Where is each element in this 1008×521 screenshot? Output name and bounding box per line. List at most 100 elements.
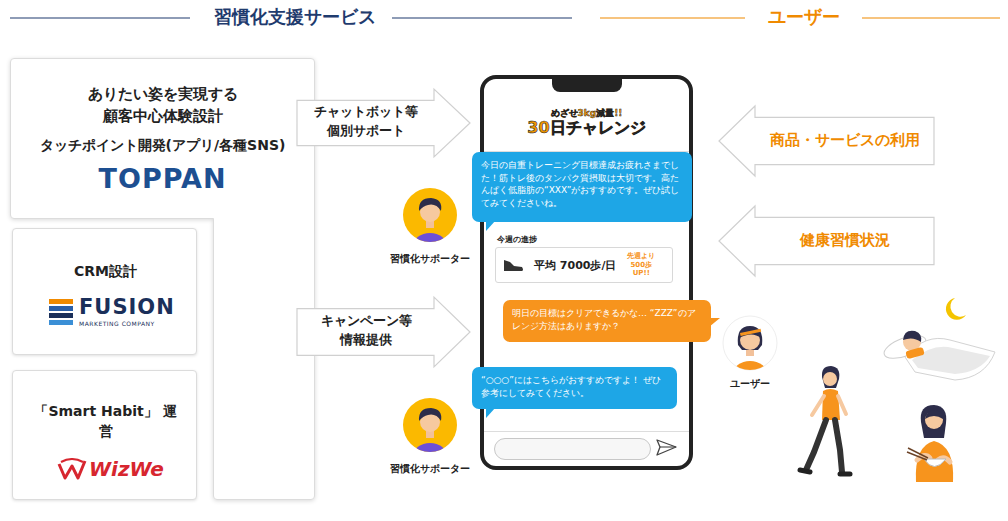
- svg-part: [502, 258, 524, 272]
- eating-person: [907, 405, 953, 482]
- path-part: [739, 327, 761, 338]
- text-group: 今週の進捗: [497, 234, 537, 245]
- line-part: [600, 17, 745, 18]
- text-group: WizWe: [57, 457, 164, 481]
- rect-part: [740, 329, 761, 336]
- line-part: [392, 17, 572, 18]
- bubble-tail: [486, 220, 496, 231]
- text-group: 健康習慣状況: [754, 205, 935, 275]
- text-group: 「Smart Habit」 運営: [33, 401, 178, 442]
- node-text: ありたい姿を実現する 顧客中心体験設計: [80, 84, 245, 128]
- circle-part: [823, 372, 837, 386]
- line-part: [907, 452, 927, 460]
- text-group: 平均 7000歩/日先週より 500歩UP!!: [495, 247, 673, 283]
- service-panel: ありたい姿を実現する 顧客中心体験設計タッチポイント開発(アプリ/各種SNS) T…: [10, 58, 315, 500]
- path-part: [800, 470, 810, 472]
- chat-bubble: 明日の目標はクリアできるかな… “ZZZ”のアレンジ方法はありますか？: [503, 300, 711, 342]
- node-text: チャットボット等 個別サポート: [312, 103, 420, 141]
- node-text: CRM設計: [13, 263, 198, 281]
- path-part: [11, 59, 315, 500]
- path-part: [806, 420, 826, 470]
- path-part: [719, 106, 934, 176]
- svg-part: [57, 458, 87, 480]
- supporter-avatar: [403, 188, 457, 259]
- text-group: [49, 299, 73, 329]
- path-part: [61, 459, 83, 462]
- text-group: FUSIONMARKETING COMPANY: [79, 296, 175, 327]
- node-text: 平均 7000歩/日: [534, 258, 616, 273]
- usage-arrow: 商品・サービスの利用: [718, 105, 935, 177]
- node-text: MARKETING COMPANY: [79, 320, 175, 327]
- node-text: 今日の自重トレーニング目標達成お疲れさまでした！筋トレ後のタンパク質摂取は大切で…: [481, 159, 683, 209]
- node-text: キャンペーン等 情報提供: [318, 312, 414, 350]
- campaign-arrow: キャンペーン等 情報提供: [296, 296, 471, 368]
- sleeping-person: [881, 331, 995, 380]
- path-part: [835, 420, 842, 472]
- crm-box: CRM設計 FUSIONMARKETING COMPANY: [12, 228, 197, 355]
- node-text: “○○○”にはこちらがおすすめですよ！ ぜひ参考にしてみてください。: [481, 374, 668, 399]
- header-rules: [10, 18, 1000, 19]
- node-text: WizWe: [89, 457, 164, 481]
- chat-bubble: 今日の自重トレーニング目標達成お疲れさまでした！筋トレ後のタンパク質摂取は大切で…: [472, 152, 692, 222]
- text-group: めざせ3kg減量!!30日チャレンジ: [484, 109, 689, 137]
- bubble-tail: [709, 318, 720, 327]
- node-text: 明日の目標はクリアできるかな… “ZZZ”のアレンジ方法はありますか？: [512, 307, 702, 332]
- path-part: [719, 206, 934, 276]
- input-field: [494, 438, 651, 460]
- g-part: [733, 326, 767, 387]
- node-text: めざせ3kg減量!!: [484, 109, 689, 119]
- text-group: 商品・サービスの利用: [754, 105, 935, 175]
- status-arrow: 健康習慣状況: [718, 205, 935, 277]
- line-part: [862, 17, 1000, 18]
- path-part: [738, 326, 763, 350]
- path-part: [840, 472, 850, 477]
- node-text: 「Smart Habit」 運営: [33, 401, 178, 442]
- moon: [946, 298, 966, 320]
- path-part: [504, 260, 523, 271]
- line-part: [10, 17, 190, 18]
- node-text: 商品・サービスの利用: [770, 131, 920, 150]
- path-part: [822, 389, 840, 420]
- path-part: [921, 405, 946, 438]
- path-part: [838, 396, 846, 414]
- rect-part: [49, 306, 73, 311]
- svg-part: [49, 299, 73, 325]
- path-part: [924, 459, 946, 467]
- text-group: キャンペーン等 情報提供: [296, 296, 436, 366]
- node-text: TOPPAN: [99, 163, 227, 194]
- section-title: ユーザー: [745, 5, 863, 29]
- progress-card: 今週の進捗平均 7000歩/日先週より 500歩UP!!: [495, 234, 677, 285]
- node-text: FUSION: [79, 296, 175, 319]
- node-text: タッチポイント開発(アプリ/各種SNS): [40, 137, 286, 155]
- rect-part: [49, 299, 73, 304]
- supporter-avatar: [403, 398, 457, 469]
- line-part: [660, 446, 676, 447]
- text-group: 今日の自重トレーニング目標達成お疲れさまでした！筋トレ後のタンパク質摂取は大切で…: [472, 152, 692, 216]
- path-part: [925, 410, 943, 419]
- text-group: チャットボット等 個別サポート: [296, 88, 436, 156]
- send-icon: [657, 440, 676, 455]
- g-part: [413, 198, 447, 259]
- input-rule: [484, 431, 689, 432]
- support-arrow: チャットボット等 個別サポート: [296, 88, 471, 158]
- path-part: [946, 298, 966, 320]
- rect-part: [905, 347, 924, 359]
- bubble-tail: [486, 407, 496, 418]
- avatar-caption: ユーザー: [705, 377, 795, 391]
- path-part: [59, 461, 85, 478]
- path-part: [297, 297, 470, 367]
- text-group: ありたい姿を実現する 顧客中心体験設計タッチポイント開発(アプリ/各種SNS) T…: [10, 64, 315, 214]
- node-text: 今週の進捗: [497, 234, 537, 245]
- node-text: 健康習慣状況: [800, 231, 890, 250]
- phone-notch: [552, 78, 622, 92]
- path-part: [903, 331, 921, 342]
- phone-screen: めざせ3kg減量!!30日チャレンジ今日の自重トレーニング目標達成お疲れさまでし…: [480, 75, 693, 470]
- path-part: [916, 441, 953, 482]
- path-part: [822, 366, 839, 388]
- path-part: [812, 396, 824, 415]
- node-text: 先週より 500歩UP!!: [624, 252, 658, 277]
- path-part: [419, 198, 441, 211]
- path-part: [419, 408, 441, 421]
- operator-box: 「Smart Habit」 運営 WizWe: [12, 370, 197, 500]
